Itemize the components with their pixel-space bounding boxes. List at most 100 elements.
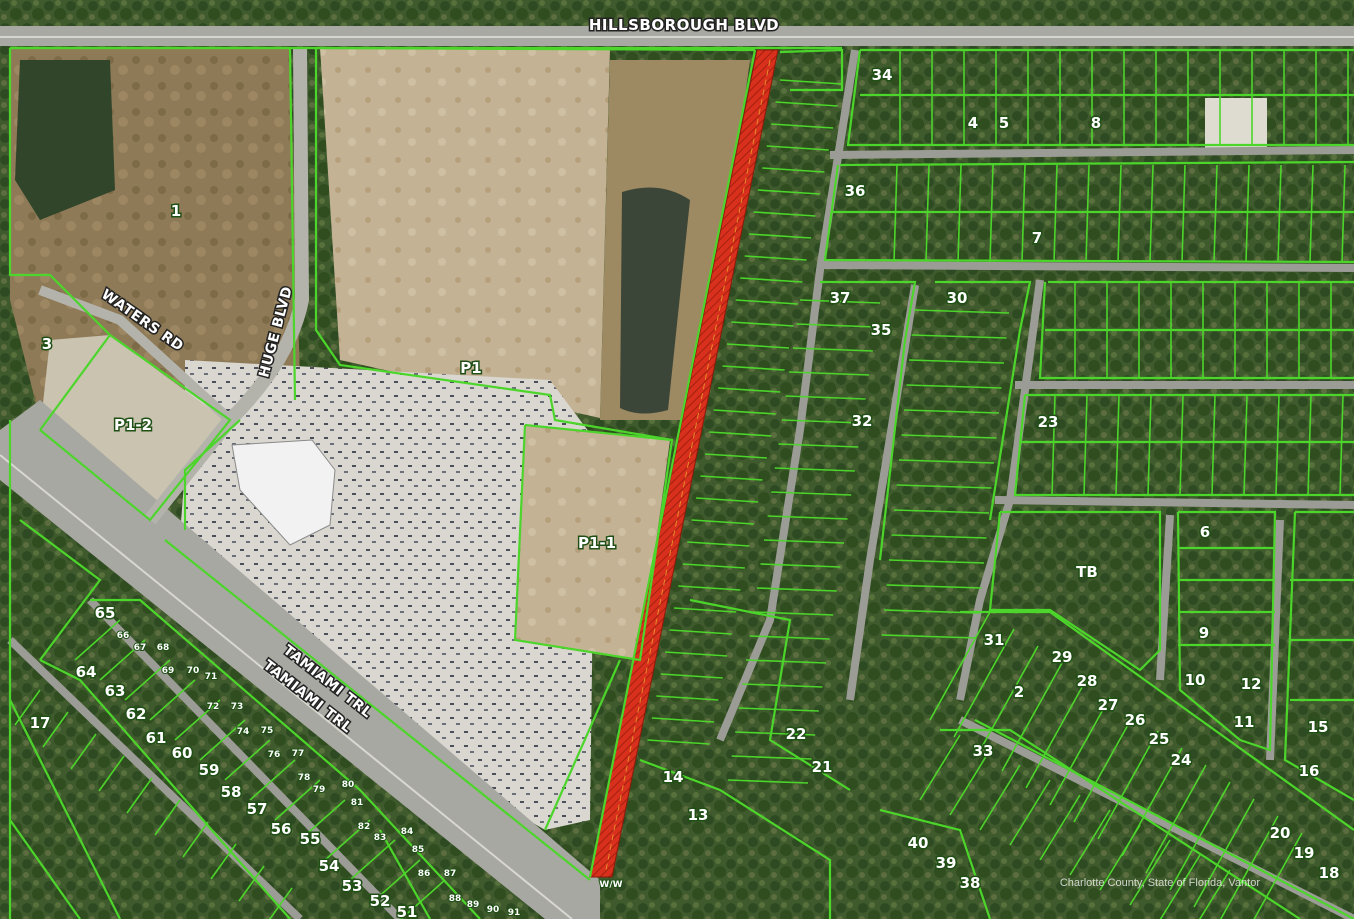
parcel-label[interactable]: 37 bbox=[828, 288, 852, 309]
parcel-label[interactable]: 20 bbox=[1268, 823, 1292, 844]
parcel-label[interactable]: 29 bbox=[1050, 647, 1074, 668]
parcel-label[interactable]: 58 bbox=[219, 782, 243, 803]
parcel-label[interactable]: 9 bbox=[1197, 623, 1210, 644]
parcel-label[interactable]: 36 bbox=[843, 181, 867, 202]
parcel-label[interactable]: 71 bbox=[204, 671, 219, 683]
parcel-label[interactable]: 84 bbox=[400, 826, 415, 838]
parcel-label[interactable]: 81 bbox=[350, 797, 365, 809]
parcel-label[interactable]: 25 bbox=[1147, 729, 1171, 750]
parcel-label[interactable]: 83 bbox=[373, 832, 388, 844]
parcel-label[interactable]: 16 bbox=[1297, 761, 1321, 782]
parcel-label[interactable]: 11 bbox=[1232, 712, 1256, 733]
parcel-label[interactable]: 80 bbox=[341, 779, 356, 791]
parcel-label[interactable]: 69 bbox=[161, 665, 176, 677]
parcel-label[interactable]: 67 bbox=[133, 642, 148, 654]
parcel-label[interactable]: 55 bbox=[298, 829, 322, 850]
parcel-label[interactable]: 52 bbox=[368, 891, 392, 912]
parcel-label[interactable]: 89 bbox=[466, 899, 481, 911]
parcel-label[interactable]: 65 bbox=[93, 603, 117, 624]
parcel-label[interactable]: 23 bbox=[1036, 412, 1060, 433]
lot-divider bbox=[154, 799, 181, 836]
parcel-label[interactable]: 14 bbox=[661, 767, 685, 788]
parcel-label[interactable]: 32 bbox=[850, 411, 874, 432]
lot-divider bbox=[953, 628, 1015, 738]
lot-divider bbox=[1115, 394, 1120, 496]
parcel-label[interactable]: 66 bbox=[116, 630, 131, 642]
parcel-label-p1-1[interactable]: P1-1 bbox=[576, 533, 617, 554]
parcel-label[interactable]: 24 bbox=[1169, 750, 1193, 771]
parcel-label[interactable]: 33 bbox=[971, 741, 995, 762]
parcel-label[interactable]: 88 bbox=[448, 893, 463, 905]
parcel-label-p1-2[interactable]: P1-2 bbox=[112, 415, 153, 436]
parcel-label[interactable]: 62 bbox=[124, 704, 148, 725]
parcel-label[interactable]: 86 bbox=[417, 868, 432, 880]
parcel-label[interactable]: 82 bbox=[357, 821, 372, 833]
parcel-label[interactable]: 15 bbox=[1306, 717, 1330, 738]
parcel-label[interactable]: 72 bbox=[206, 701, 221, 713]
lot-divider bbox=[399, 879, 446, 919]
parcel-label[interactable]: 39 bbox=[934, 853, 958, 874]
parcel-label[interactable]: 61 bbox=[144, 728, 168, 749]
parcel-label[interactable]: 57 bbox=[245, 799, 269, 820]
parcel-label[interactable]: 1 bbox=[169, 201, 182, 222]
parcel-label[interactable]: 76 bbox=[267, 749, 282, 761]
parcel-label[interactable]: 18 bbox=[1317, 863, 1341, 884]
parcel-label[interactable]: 73 bbox=[230, 701, 245, 713]
parcel-label[interactable]: 7 bbox=[1030, 228, 1043, 249]
lot-divider bbox=[14, 689, 41, 726]
parcel-label[interactable]: 60 bbox=[170, 743, 194, 764]
parcel-label[interactable]: 63 bbox=[103, 681, 127, 702]
parcel-label-p1[interactable]: P1 bbox=[459, 358, 483, 379]
parcel-label[interactable]: 26 bbox=[1123, 710, 1147, 731]
parcel-label[interactable]: 79 bbox=[312, 784, 327, 796]
parcel-label-tb[interactable]: TB bbox=[1075, 562, 1100, 583]
lot-divider bbox=[274, 779, 321, 821]
parcel-label[interactable]: 70 bbox=[186, 665, 201, 677]
parcel-label[interactable]: 21 bbox=[810, 757, 834, 778]
parcel-label[interactable]: 28 bbox=[1075, 671, 1099, 692]
parcel-label[interactable]: 91 bbox=[507, 907, 522, 919]
parcel-label[interactable]: 51 bbox=[395, 902, 419, 919]
parcel-label[interactable]: 77 bbox=[291, 748, 306, 760]
parcel-label[interactable]: 2 bbox=[1012, 682, 1025, 703]
parcel-label[interactable]: 19 bbox=[1292, 843, 1316, 864]
parcel-label-ww[interactable]: W/W bbox=[598, 879, 623, 891]
parcel-label[interactable]: 12 bbox=[1239, 674, 1263, 695]
parcel-label[interactable]: 8 bbox=[1089, 113, 1102, 134]
parcel-label[interactable]: 75 bbox=[260, 725, 275, 737]
parcel-label[interactable]: 64 bbox=[74, 662, 98, 683]
parcel-label[interactable]: 87 bbox=[443, 868, 458, 880]
lot-divider bbox=[1159, 854, 1201, 919]
parcel-label[interactable]: 6 bbox=[1198, 522, 1211, 543]
parcel-label[interactable]: 38 bbox=[958, 873, 982, 894]
parcel-label[interactable]: 17 bbox=[28, 713, 52, 734]
parcel-label[interactable]: 27 bbox=[1096, 695, 1120, 716]
lot-divider bbox=[1245, 164, 1250, 263]
parcel-label[interactable]: 56 bbox=[269, 819, 293, 840]
parcel-label[interactable]: 34 bbox=[870, 65, 894, 86]
parcel-label[interactable]: 53 bbox=[340, 876, 364, 897]
parcel-label[interactable]: 74 bbox=[236, 726, 251, 738]
parcel-label[interactable]: 90 bbox=[486, 904, 501, 916]
parcel-label[interactable]: 85 bbox=[411, 844, 426, 856]
parcel-label[interactable]: 5 bbox=[997, 113, 1010, 134]
parcel-outlines bbox=[8, 46, 1354, 919]
parcel-label[interactable]: 35 bbox=[869, 320, 893, 341]
parcel-label[interactable]: 31 bbox=[982, 630, 1006, 651]
lot-divider bbox=[299, 799, 346, 841]
lot-divider bbox=[1181, 164, 1186, 263]
parcel-label[interactable]: 40 bbox=[906, 833, 930, 854]
parcel-label[interactable]: 78 bbox=[297, 772, 312, 784]
store-building bbox=[231, 439, 336, 546]
parcel-label[interactable]: 3 bbox=[40, 334, 53, 355]
parcel-label[interactable]: 13 bbox=[686, 805, 710, 826]
parcel-label[interactable]: 30 bbox=[945, 288, 969, 309]
parcel-label[interactable]: 10 bbox=[1183, 670, 1207, 691]
lot-divider bbox=[199, 719, 246, 761]
parcel-label[interactable]: 68 bbox=[156, 642, 171, 654]
parcel-label[interactable]: 4 bbox=[966, 113, 979, 134]
parcel-label[interactable]: 59 bbox=[197, 760, 221, 781]
parcel-label[interactable]: 22 bbox=[784, 724, 808, 745]
parcel-label[interactable]: 54 bbox=[317, 856, 341, 877]
